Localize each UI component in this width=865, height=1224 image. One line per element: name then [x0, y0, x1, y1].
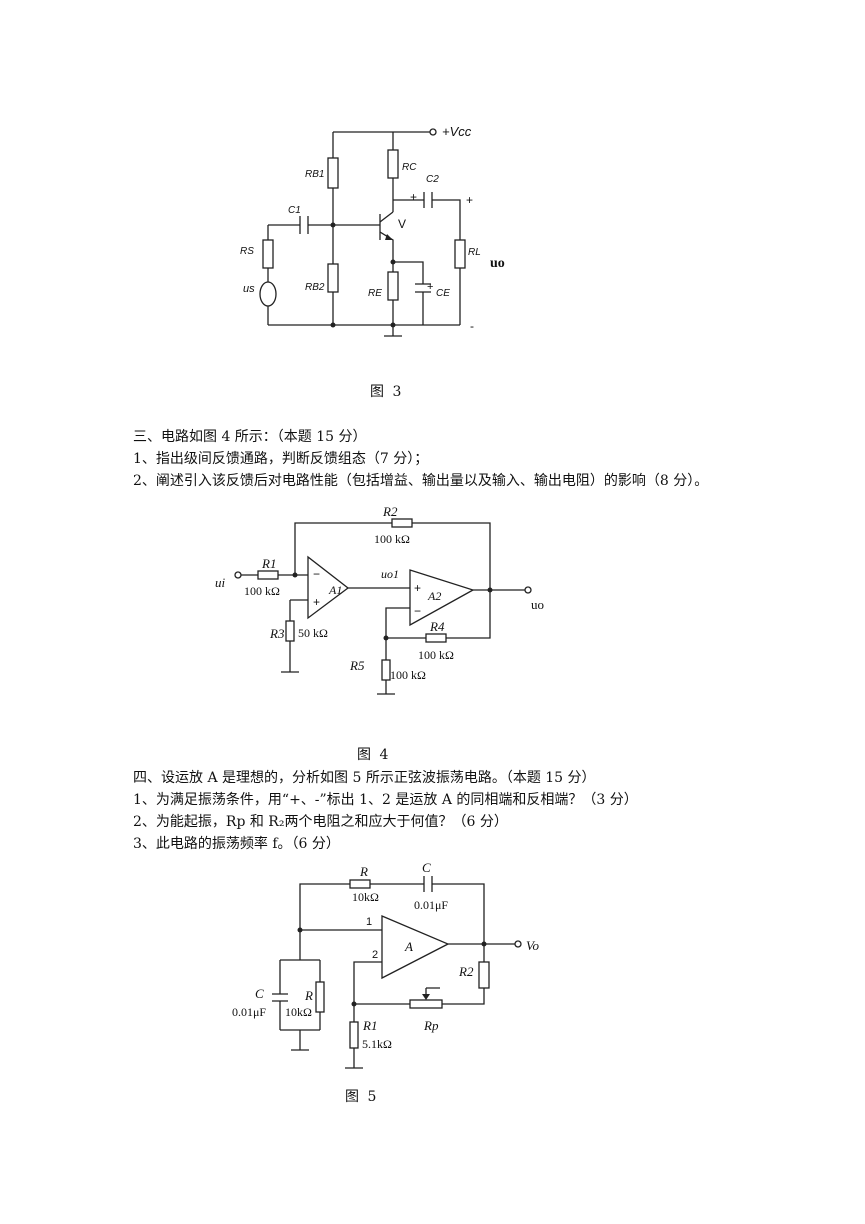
vo-label: Vo [526, 938, 540, 953]
uo-label: uo [490, 256, 505, 271]
ce-label: CE [436, 288, 450, 299]
figure5-caption: 图 5 [345, 1089, 379, 1105]
ui-label: ui [215, 575, 226, 590]
r2-label: R2 [382, 504, 398, 519]
a1-plus: + [313, 595, 320, 609]
rl-label: RL [468, 247, 481, 258]
section3-question1: 1、指出级间反馈通路，判断反馈组态（7 分）； [133, 451, 429, 467]
output-plus-label: + [466, 193, 473, 207]
vcc-label: +Vcc [442, 124, 472, 139]
c-top-label: C [422, 860, 431, 875]
c1-label: C1 [288, 205, 301, 216]
c2-plus-label: + [410, 190, 417, 204]
node2-label: 2 [372, 949, 378, 961]
a2-minus: − [414, 604, 421, 618]
a1-label: A1 [328, 583, 342, 597]
a1-minus: − [313, 567, 320, 581]
transistor-label: V [398, 217, 406, 231]
c2-label: C2 [426, 174, 439, 185]
uo-label: uo [531, 597, 544, 612]
section4-title: 四、设运放 A 是理想的，分析如图 5 所示正弦波振荡电路。（本题 15 分） [133, 770, 596, 786]
a2-label: A2 [427, 589, 441, 603]
r2-value: 100 kΩ [374, 532, 410, 546]
rb2-label: RB2 [305, 282, 325, 293]
figure4-caption: 图 4 [357, 747, 391, 763]
section4-question2: 2、为能起振，Rp 和 R₂两个电阻之和应大于何值？（6 分） [133, 814, 508, 830]
c-bottom-label: C [255, 986, 264, 1001]
us-label: us [243, 283, 255, 295]
r4-value: 100 kΩ [418, 648, 454, 662]
c-bottom-value: 0.01μF [232, 1005, 266, 1019]
r2-label: R2 [458, 964, 474, 979]
rc-label: RC [402, 162, 417, 173]
r5-label: R5 [349, 658, 365, 673]
r4-label: R4 [429, 619, 445, 634]
r1-value: 100 kΩ [244, 584, 280, 598]
r-top-label: R [359, 864, 368, 879]
output-minus-label: - [470, 319, 474, 333]
r1-label: R1 [362, 1018, 377, 1033]
r1-value: 5.1kΩ [362, 1037, 392, 1051]
figure3-caption: 图 3 [370, 384, 404, 400]
r-bottom-label: R [304, 988, 313, 1003]
r-bottom-value: 10kΩ [285, 1005, 312, 1019]
section4-question3: 3、此电路的振荡频率 f。（6 分） [133, 836, 340, 852]
c-top-value: 0.01μF [414, 898, 448, 912]
rs-label: RS [240, 246, 254, 257]
r1-label: R1 [261, 556, 276, 571]
section3-question2: 2、阐述引入该反馈后对电路性能（包括增益、输出量以及输入、输出电阻）的影响（8 … [133, 473, 709, 489]
r-top-value: 10kΩ [352, 890, 379, 904]
opamp-label: A [404, 939, 413, 954]
a2-plus: + [414, 581, 421, 595]
rb1-label: RB1 [305, 169, 324, 180]
uo1-label: uo1 [381, 567, 399, 581]
rp-label: Rp [423, 1018, 439, 1033]
r3-label: R3 [269, 626, 285, 641]
section3-title: 三、电路如图 4 所示：（本题 15 分） [133, 429, 367, 445]
r3-value: 50 kΩ [298, 626, 328, 640]
re-label: RE [368, 288, 382, 299]
r5-value: 100 kΩ [390, 668, 426, 682]
ce-plus-label: + [427, 281, 433, 293]
section4-question1: 1、为满足振荡条件，用“+、-”标出 1、2 是运放 A 的同相端和反相端？（3… [133, 792, 638, 808]
node1-label: 1 [366, 916, 372, 928]
